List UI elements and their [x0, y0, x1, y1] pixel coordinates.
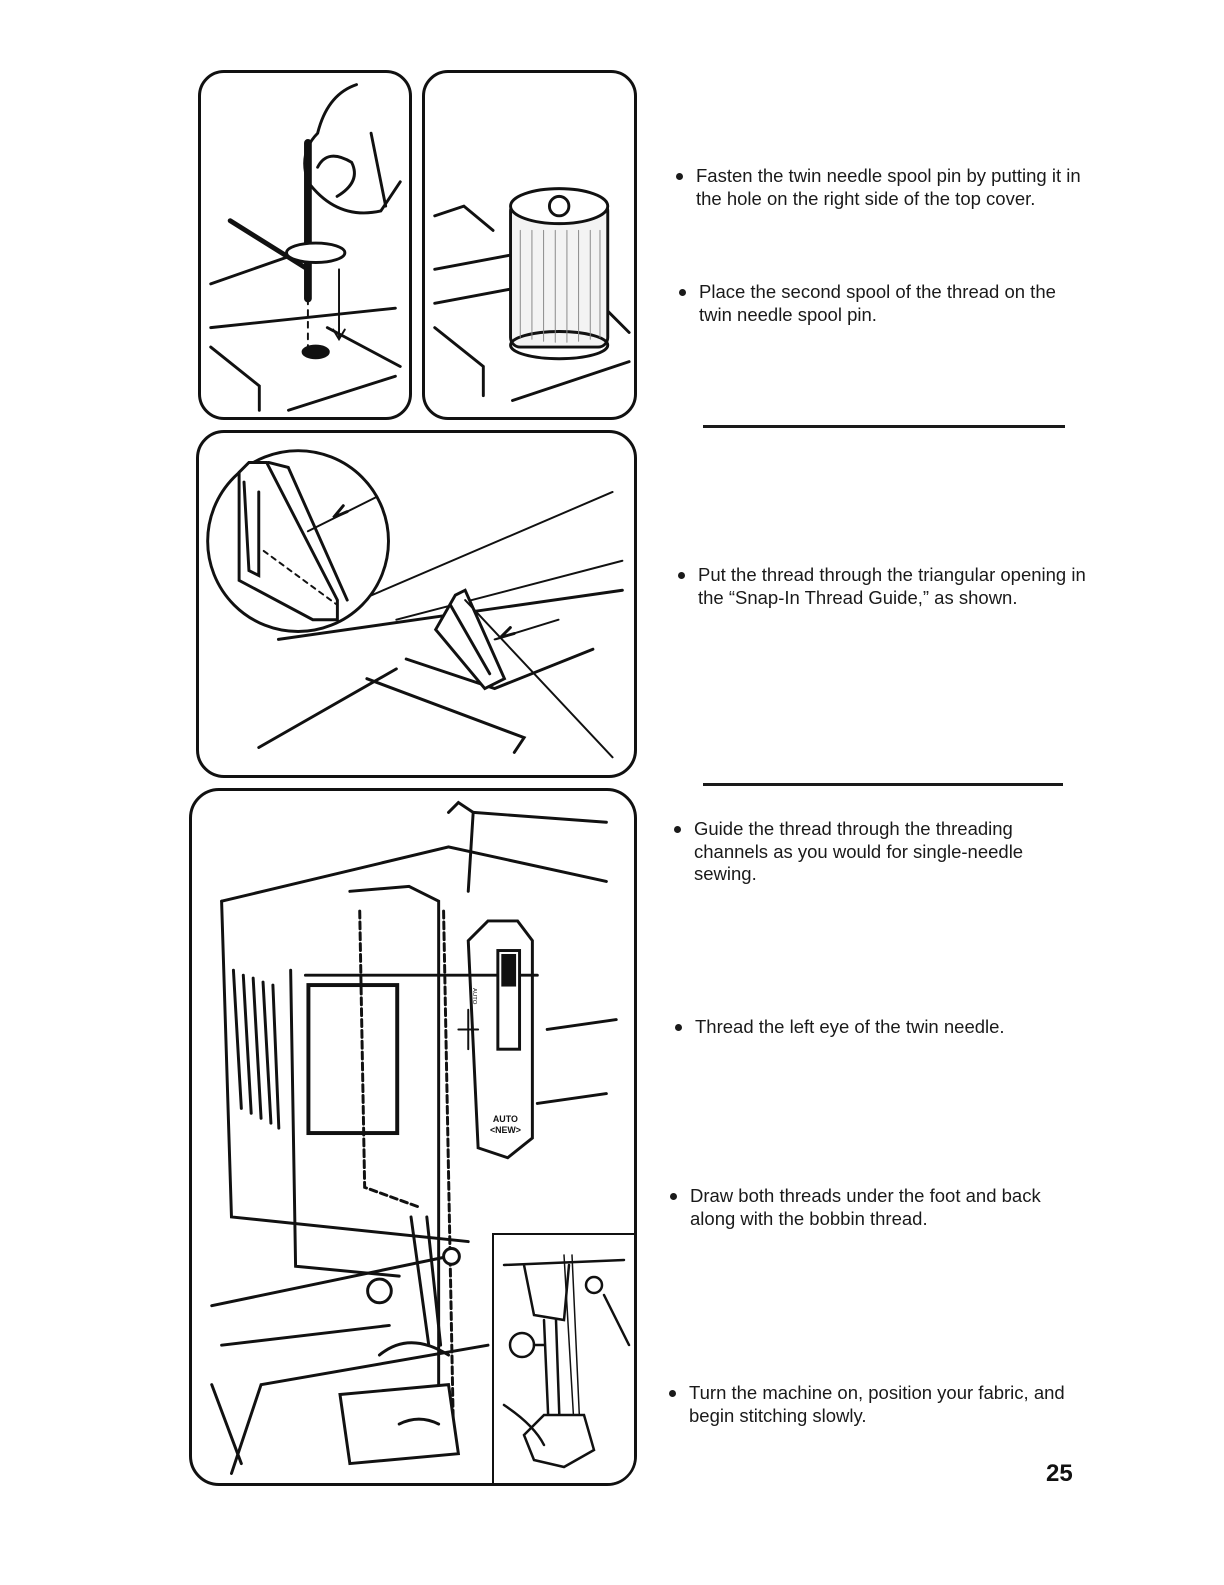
instruction-1: Fasten the twin needle spool pin by putt… — [672, 165, 1092, 210]
section-divider — [703, 425, 1065, 428]
presser-foot-drawing — [502, 1254, 631, 1469]
spool-pin-insert-drawing — [209, 83, 402, 412]
instruction-7: Turn the machine on, position your fabri… — [665, 1382, 1085, 1427]
illustration-presser-foot-inset — [492, 1233, 634, 1483]
instruction-4: Guide the thread through the threading c… — [670, 818, 1070, 886]
instruction-6: Draw both threads under the foot and bac… — [666, 1185, 1086, 1230]
thread-guide-drawing — [206, 449, 624, 759]
instruction-2: Place the second spool of the thread on … — [675, 281, 1075, 326]
machine-head-drawing: <NEW> AUTO AUTO — [210, 800, 618, 1475]
page-number: 25 — [1046, 1460, 1073, 1487]
section-divider — [703, 783, 1063, 786]
instruction-3: Put the thread through the triangular op… — [674, 564, 1094, 609]
auto-upper-label: AUTO — [471, 988, 477, 1005]
auto-sub-label: <NEW> — [490, 1125, 521, 1135]
auto-lower-label: AUTO — [493, 1114, 518, 1124]
illustration-spool-pin-insert — [198, 70, 412, 420]
spool-on-pin-drawing — [433, 187, 631, 402]
instruction-5: Thread the left eye of the twin needle. — [671, 1016, 1071, 1039]
illustration-spool-on-pin — [422, 70, 637, 420]
illustration-snap-in-thread-guide — [196, 430, 637, 778]
